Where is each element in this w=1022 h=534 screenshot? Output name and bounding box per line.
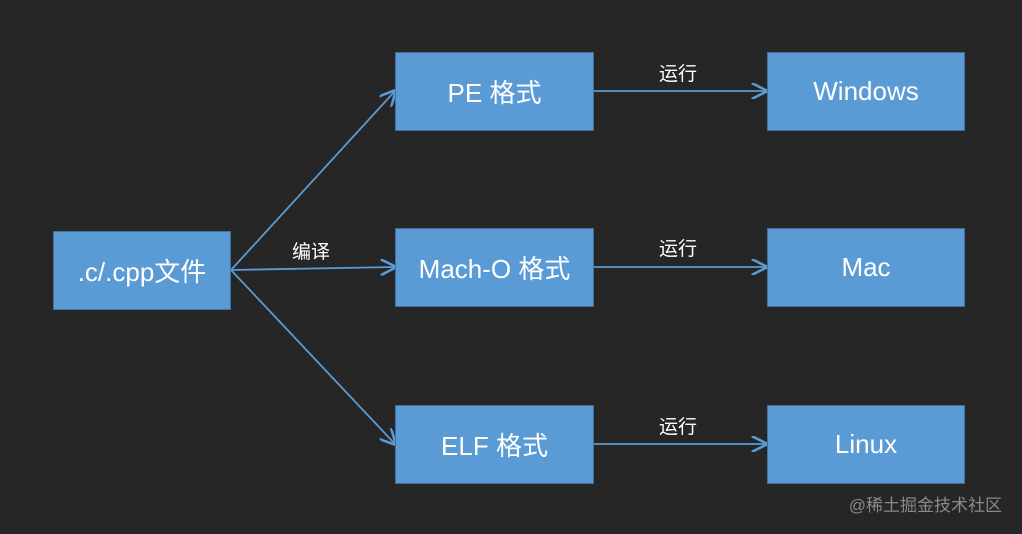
node-elf-format: ELF 格式	[395, 405, 594, 484]
node-macho-format: Mach-O 格式	[395, 228, 594, 307]
node-pe-format: PE 格式	[395, 52, 594, 131]
label-compile: 编译	[292, 242, 331, 263]
arrow-source-to-pe	[230, 91, 395, 271]
arrow-source-to-macho	[230, 267, 395, 270]
label-run-linux: 运行	[659, 417, 698, 438]
label-run-mac: 运行	[659, 239, 698, 260]
node-source-file: .c/.cpp文件	[53, 231, 231, 310]
label-run-windows: 运行	[659, 64, 698, 85]
node-windows: Windows	[767, 52, 965, 131]
watermark: @稀土掘金技术社区	[848, 496, 1002, 515]
arrow-source-to-elf	[230, 269, 395, 444]
node-linux: Linux	[767, 405, 965, 484]
node-mac: Mac	[767, 228, 965, 307]
